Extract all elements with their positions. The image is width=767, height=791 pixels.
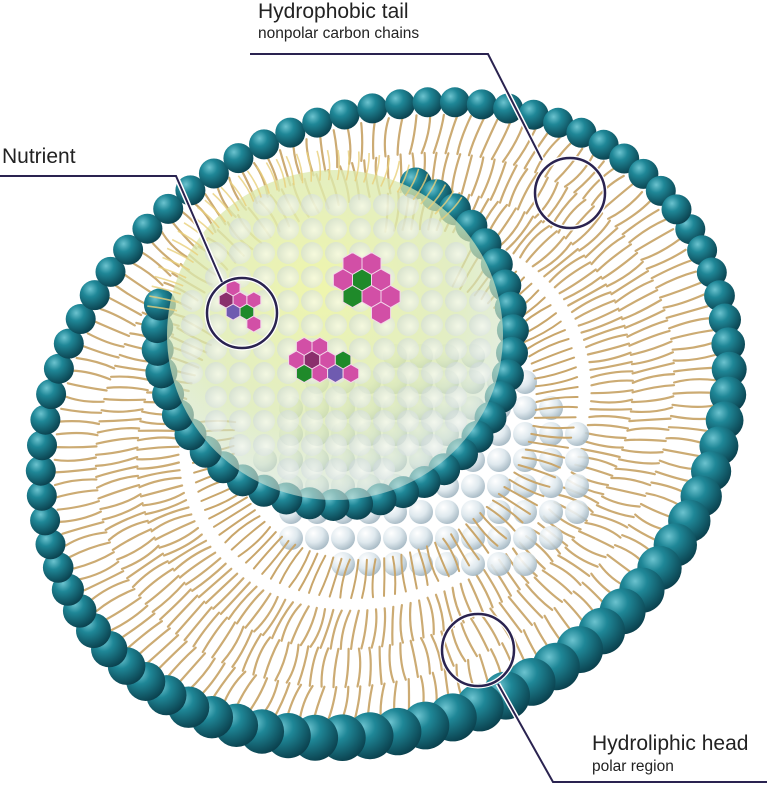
hydrophilic-head-label: Hydroliphic head — [592, 732, 749, 755]
outer-head-layer — [25, 87, 747, 761]
inner-head-layer — [141, 167, 529, 521]
nutrient-label: Nutrient — [2, 145, 76, 168]
callout-lines — [0, 51, 767, 785]
hydrophobic-tail-sublabel: nonpolar carbon chains — [258, 25, 420, 42]
hydrophilic-head-sublabel: polar region — [592, 758, 674, 775]
nutrient-molecules — [218, 251, 401, 384]
hydrophobic-tail-label: Hydrophobic tail — [258, 0, 409, 23]
